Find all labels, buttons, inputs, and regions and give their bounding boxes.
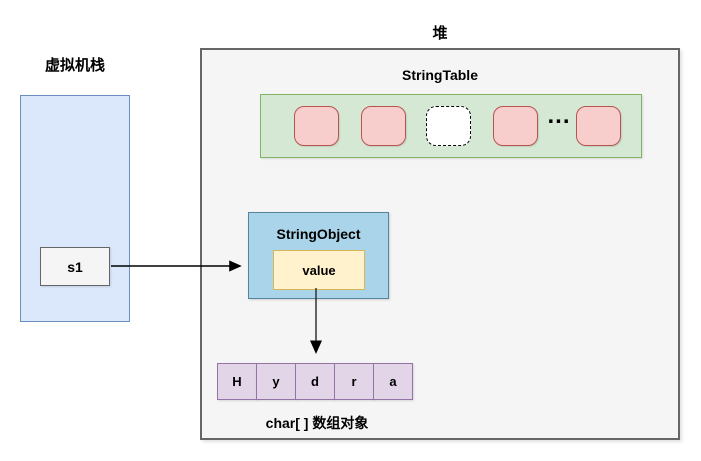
heap-title: 堆 bbox=[432, 25, 448, 42]
ellipsis-label: ... bbox=[547, 102, 571, 129]
string-table-entry bbox=[493, 106, 538, 146]
string-object-title: StringObject bbox=[276, 226, 361, 242]
char-array-cell: d bbox=[295, 363, 335, 400]
s1-variable-label: s1 bbox=[67, 258, 83, 275]
string-table-empty-entry bbox=[426, 106, 471, 146]
string-table-entry bbox=[576, 106, 621, 146]
char-array-cell: r bbox=[334, 363, 374, 400]
string-table-box: ... bbox=[260, 94, 642, 158]
char-array-cell: y bbox=[256, 363, 296, 400]
heap-box: StringTable ... StringObject value H y d… bbox=[200, 48, 680, 440]
s1-variable-box: s1 bbox=[40, 247, 110, 286]
vm-stack-title: 虚拟机栈 bbox=[44, 57, 105, 74]
char-array-label: char[ ] 数组对象 bbox=[265, 415, 369, 431]
string-table-entry bbox=[294, 106, 339, 146]
string-object-box: StringObject value bbox=[248, 212, 389, 299]
value-field-label: value bbox=[302, 262, 336, 278]
char-array-box: H y d r a bbox=[217, 363, 413, 400]
value-field-box: value bbox=[273, 250, 365, 290]
char-array-cell: H bbox=[217, 363, 257, 400]
string-table-entry bbox=[361, 106, 406, 146]
string-table-title: StringTable bbox=[402, 67, 478, 83]
vm-stack-box bbox=[20, 95, 130, 322]
char-array-cell: a bbox=[373, 363, 413, 400]
